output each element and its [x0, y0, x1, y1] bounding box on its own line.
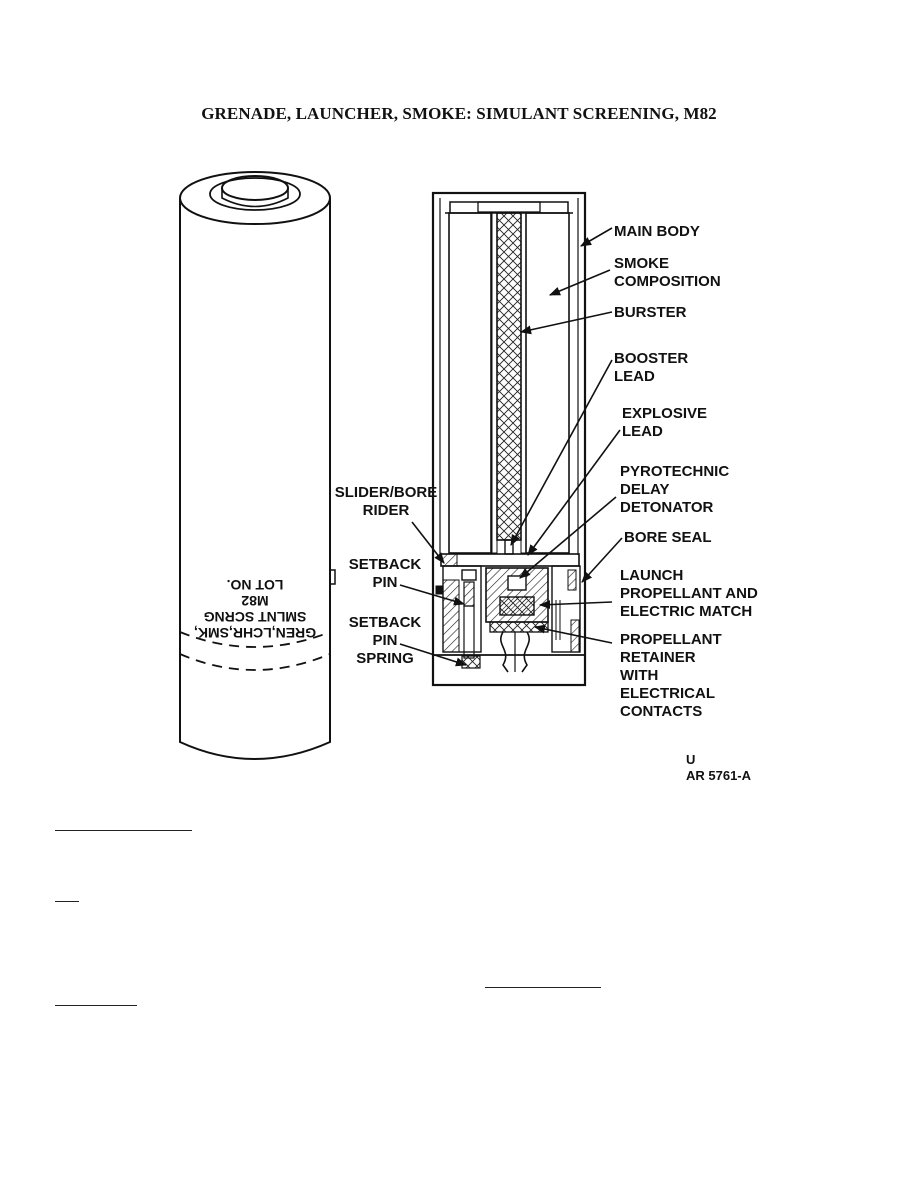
label-setback-spring-1: SETBACK	[349, 614, 422, 631]
label-booster-lead-2: LEAD	[614, 368, 655, 385]
label-booster-lead-1: BOOSTER	[614, 350, 688, 367]
label-retainer-1: PROPELLANT	[620, 631, 722, 648]
rule-1	[55, 830, 192, 831]
label-launch-3: ELECTRIC MATCH	[620, 603, 752, 620]
marking-line-2: SMLNT SCRNG	[204, 609, 307, 625]
label-slider-2: RIDER	[363, 502, 410, 519]
label-retainer-3: WITH	[620, 667, 658, 684]
marking-line-4: LOT NO.	[227, 577, 284, 593]
label-retainer-4: ELECTRICAL	[620, 685, 715, 702]
page-title: GRENADE, LAUNCHER, SMOKE: SIMULANT SCREE…	[201, 104, 717, 123]
label-retainer-2: RETAINER	[620, 649, 696, 666]
label-smoke-composition-1: SMOKE	[614, 255, 669, 272]
label-setback-pin-2: PIN	[372, 574, 397, 591]
leader-lines	[399, 227, 623, 667]
label-retainer-5: CONTACTS	[620, 703, 702, 720]
label-pyrotechnic-1: PYROTECHNIC	[620, 463, 729, 480]
label-launch-2: PROPELLANT AND	[620, 585, 758, 602]
marking-line-3: M82	[241, 593, 268, 609]
label-main-body: MAIN BODY	[614, 223, 700, 240]
cross-section	[431, 191, 587, 687]
label-explosive-lead-2: LEAD	[622, 423, 663, 440]
label-pyrotechnic-3: DETONATOR	[620, 499, 714, 516]
cylinder-marking: GREN,LCHR,SMK, SMLNT SCRNG M82 LOT NO.	[194, 577, 316, 641]
rule-2	[55, 901, 79, 902]
label-setback-spring-3: SPRING	[356, 650, 414, 667]
label-setback-spring-2: PIN	[372, 632, 397, 649]
label-slider-1: SLIDER/BORE	[335, 484, 438, 501]
figure-code-u: U	[686, 752, 695, 767]
figure-code: AR 5761-A	[686, 768, 752, 783]
label-burster: BURSTER	[614, 304, 687, 321]
exterior-cylinder	[179, 171, 336, 760]
callout-labels: MAIN BODY SMOKE COMPOSITION BURSTER BOOS…	[335, 223, 758, 783]
label-pyrotechnic-2: DELAY	[620, 481, 669, 498]
label-explosive-lead-1: EXPLOSIVE	[622, 405, 707, 422]
marking-line-1: GREN,LCHR,SMK,	[194, 625, 316, 641]
label-smoke-composition-2: COMPOSITION	[614, 273, 721, 290]
label-launch-1: LAUNCH	[620, 567, 683, 584]
label-bore-seal: BORE SEAL	[624, 529, 712, 546]
rule-3	[485, 987, 601, 988]
rule-4	[55, 1005, 137, 1006]
label-setback-pin-1: SETBACK	[349, 556, 422, 573]
